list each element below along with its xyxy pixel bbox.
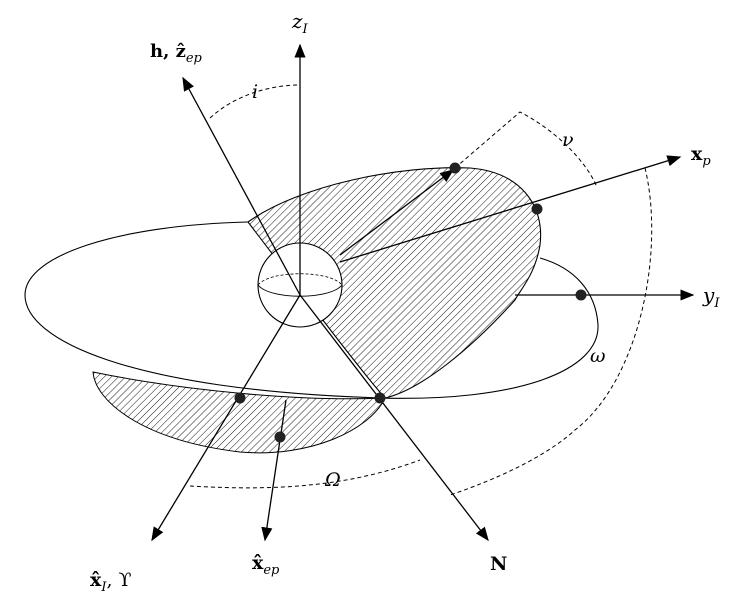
x-intercept-dot xyxy=(234,392,246,404)
raan-arc xyxy=(189,459,421,489)
equatorial-plane xyxy=(24,221,599,399)
raan-label: Ω xyxy=(324,469,341,491)
node-line-label: N xyxy=(490,553,507,575)
periapsis-dot xyxy=(531,203,543,215)
node-line xyxy=(299,294,489,542)
arg-periapsis-label: ω xyxy=(590,345,606,367)
ascending-node-dot xyxy=(374,392,386,404)
periapsis-axis-label: xp xyxy=(691,143,711,169)
central-body-orbit-line xyxy=(257,273,343,286)
x-ep-axis-label: x̂ep xyxy=(252,552,280,578)
x-ep-dot xyxy=(274,431,286,443)
true-anomaly-label: ν xyxy=(562,129,574,151)
y-intercept-dot xyxy=(575,289,587,301)
x-axis xyxy=(151,294,301,542)
h-axis-label: h, ẑep xyxy=(150,41,203,66)
inclination-label: i xyxy=(252,81,258,103)
orbital-plane-lower xyxy=(92,371,386,454)
z-axis-label: zI xyxy=(291,9,309,37)
true-anomaly-arc xyxy=(454,111,597,186)
orbital-plane-upper xyxy=(247,167,542,399)
y-axis-label: yI xyxy=(702,283,720,311)
arg-periapsis-arc xyxy=(449,167,653,496)
inclination-arc xyxy=(209,84,301,119)
position-vector xyxy=(339,169,455,256)
x-axis-label: x̂I, ϒ xyxy=(90,569,132,595)
periapsis-axis xyxy=(339,155,682,263)
h-axis xyxy=(182,76,301,296)
satellite-dot xyxy=(449,162,461,174)
x-ep-axis xyxy=(261,399,287,542)
